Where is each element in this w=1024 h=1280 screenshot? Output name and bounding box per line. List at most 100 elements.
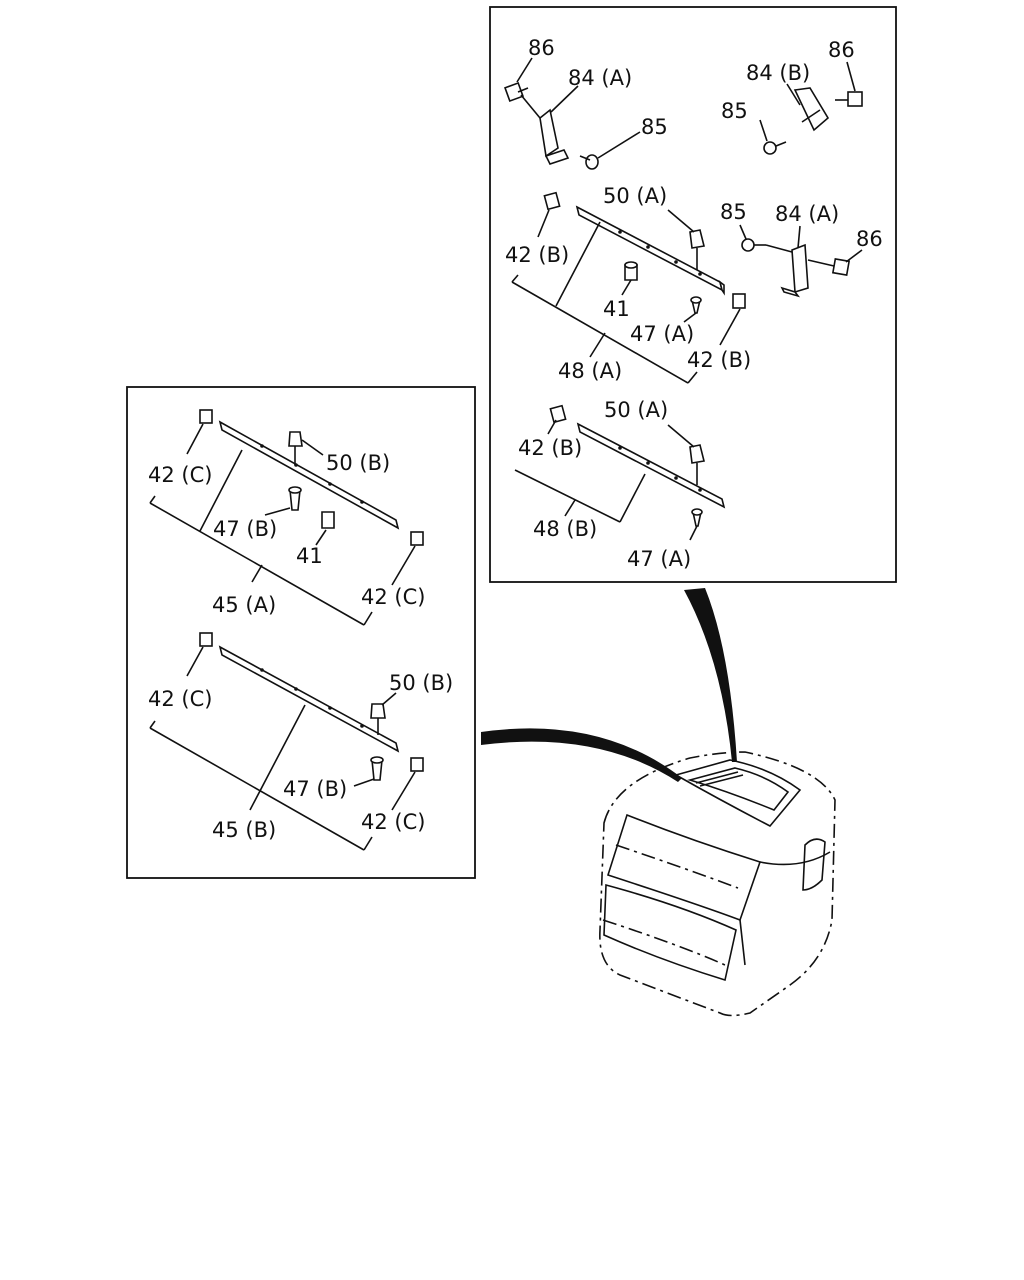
leader-48a-strip	[555, 221, 601, 307]
clip-50a-lower	[689, 444, 705, 464]
label-42c-1: 42 (C)	[148, 463, 212, 487]
leader-85-top	[597, 131, 641, 159]
label-42c-4: 42 (C)	[361, 810, 425, 834]
front-grille	[603, 883, 737, 982]
leader-42b-right	[719, 308, 741, 346]
label-42c-3: 42 (C)	[148, 687, 212, 711]
leader-45b-strip	[249, 704, 306, 811]
label-50b-1: 50 (B)	[326, 451, 390, 475]
bracket-line-48b	[514, 469, 621, 523]
roof-vent	[687, 767, 790, 811]
roof-vent-detail	[695, 771, 744, 787]
roof-panel	[673, 759, 802, 828]
leader-50a-upper	[667, 209, 695, 233]
bracket-tick-45b-right	[363, 836, 373, 851]
windshield-dash	[615, 844, 739, 889]
left-panel-frame	[126, 386, 476, 879]
leader-42b-left	[537, 209, 550, 238]
upper-panel-frame	[489, 6, 897, 583]
leader-86-right	[846, 61, 856, 92]
label-84a-top: 84 (A)	[568, 66, 632, 90]
label-50b-2: 50 (B)	[389, 671, 453, 695]
clip-50a-upper	[689, 229, 705, 249]
door-line	[759, 851, 831, 866]
nut-41-upper	[624, 261, 638, 281]
clip-42b-left	[543, 191, 561, 211]
leader-48a	[589, 332, 606, 358]
screw-47b-2	[370, 756, 384, 781]
pillar-line	[739, 919, 746, 966]
side-window	[802, 838, 826, 891]
label-48a: 48 (A)	[558, 359, 622, 383]
label-85-right: 85	[721, 99, 748, 123]
label-47a-lower: 47 (A)	[627, 547, 691, 571]
windshield	[606, 813, 762, 922]
bracket-line-45a	[149, 502, 365, 626]
truck-cab-illustration	[599, 751, 836, 1017]
bracket-line-45b	[149, 727, 365, 851]
leader-50b-1	[301, 439, 324, 456]
molding-strip-45a	[218, 420, 400, 530]
leader-45a-strip	[199, 449, 243, 532]
nut-41-left	[321, 511, 335, 529]
leader-48b	[564, 499, 576, 517]
screw-47a-upper	[690, 296, 702, 314]
clip-42c-4	[410, 757, 424, 772]
clip-86-left	[504, 82, 529, 102]
clip-50b-2	[370, 703, 386, 719]
label-47b-2: 47 (B)	[283, 777, 347, 801]
label-50a-lower: 50 (A)	[604, 398, 668, 422]
label-47a-upper: 47 (A)	[630, 322, 694, 346]
label-85-top: 85	[641, 115, 668, 139]
upper-detail-panel: 86 84 (A) 85 84 (B) 86 85 50 (A) 42 (B) …	[489, 6, 897, 583]
leader-42c-2	[391, 545, 416, 586]
label-48b: 48 (B)	[533, 517, 597, 541]
screw-47b-1	[288, 486, 302, 511]
bracket-tick-48a-left	[511, 274, 519, 283]
leader-42c-3	[186, 646, 204, 677]
cab-outline	[599, 751, 836, 1017]
label-42b-right: 42 (B)	[687, 348, 751, 372]
label-86-left: 86	[528, 36, 555, 60]
screw-85-right	[763, 141, 787, 155]
label-47b-1: 47 (B)	[213, 517, 277, 541]
grille-dash	[602, 919, 726, 966]
leader-50b-2	[381, 692, 397, 706]
bracket-84a-top	[520, 94, 570, 165]
bracket-tick-45a-right	[363, 611, 373, 626]
leader-86-mid	[845, 249, 863, 263]
pointer-arc-left	[481, 728, 682, 782]
leader-50a-lower	[667, 424, 695, 448]
left-detail-panel: 42 (C) 50 (B) 47 (B) 41 45 (A) 42 (C) 42…	[126, 386, 476, 879]
label-41-left: 41	[296, 544, 323, 568]
clip-42b-right	[732, 293, 746, 309]
molding-strip-48b	[576, 422, 726, 509]
leader-47a-lower	[689, 525, 698, 541]
leader-84a-top	[550, 85, 579, 113]
clip-50b-1	[288, 431, 303, 447]
leader-47a-upper	[683, 312, 697, 323]
molding-strip-48a	[575, 205, 725, 296]
label-42b-left: 42 (B)	[505, 243, 569, 267]
clip-42c-2	[410, 531, 424, 546]
pointer-arc-upper	[684, 588, 737, 762]
clip-86-mid	[807, 257, 851, 277]
clip-42b-lower	[549, 404, 567, 424]
leader-42c-4	[391, 771, 416, 811]
leader-86-left	[516, 57, 533, 83]
label-86-right: 86	[828, 38, 855, 62]
molding-strip-45b	[218, 645, 400, 753]
leader-85-mid	[739, 224, 747, 240]
leader-84b	[786, 83, 801, 106]
screw-47a-lower	[691, 508, 703, 527]
leader-42c-1	[186, 423, 204, 455]
screw-85-mid	[741, 238, 766, 252]
label-86-mid: 86	[856, 227, 883, 251]
leader-47b-1	[264, 507, 291, 516]
label-45b: 45 (B)	[212, 818, 276, 842]
leader-42b-lower	[547, 419, 557, 435]
bracket-tick-48a-right	[687, 371, 698, 384]
bracket-line-48a	[511, 281, 689, 384]
label-45a: 45 (A)	[212, 593, 276, 617]
